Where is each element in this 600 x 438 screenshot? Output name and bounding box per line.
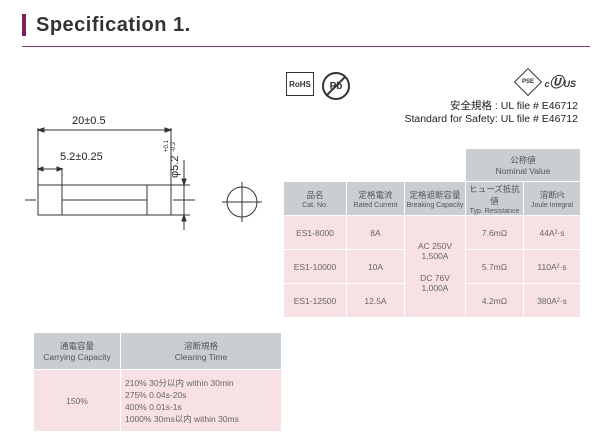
cell-breaking: AC 250V 1,500A DC 76V 1,000A bbox=[404, 215, 466, 318]
col-cat-jp: 品名 bbox=[306, 189, 324, 200]
table-row: 150% 210% 30分以内 within 30min 275% 0.04s-… bbox=[33, 369, 282, 432]
cell-cat: ES1-10000 bbox=[283, 249, 347, 284]
cell-rated: 12.5A bbox=[346, 283, 405, 318]
clearing-line: 400% 0.01s-1s bbox=[125, 401, 182, 412]
length-dimension: 20±0.5 bbox=[72, 115, 106, 127]
safety-en: Standard for Safety: UL file # E46712 bbox=[404, 113, 578, 125]
clearing-line: 210% 30分以内 within 30min bbox=[125, 377, 234, 388]
breaking-dc-current: 1,000A bbox=[421, 282, 449, 293]
diameter-dimension: φ5.2 bbox=[169, 156, 181, 178]
cell-joule: 44A²·s bbox=[523, 215, 581, 250]
safety-standard: 安全規格 : UL file # E46712 Standard for Saf… bbox=[404, 100, 578, 126]
diameter-tolerance-lower: -0.2 bbox=[171, 141, 177, 152]
col-joule-jp: 溶断I²t bbox=[539, 189, 565, 200]
rohs-label: RoHS bbox=[289, 79, 311, 89]
diameter-tolerance-upper: +0.1 bbox=[164, 139, 170, 152]
clearing-line: 1000% 30ms以内 within 30ms bbox=[125, 413, 239, 424]
fuse-dimension-drawing: 20±0.5 5.2±0.25 φ5.2 +0.1 -0.2 bbox=[25, 115, 262, 230]
cell-rated: 10A bbox=[346, 249, 405, 284]
col-capacity-jp: 通電容量 bbox=[59, 341, 94, 351]
nominal-en: Nominal Value bbox=[495, 166, 551, 176]
page-title: Specification 1. bbox=[22, 14, 191, 36]
compliance-badges: RoHS Pb bbox=[286, 72, 350, 100]
safety-jp: 安全規格 : UL file # E46712 bbox=[450, 100, 578, 112]
cell-capacity: 150% bbox=[33, 369, 121, 432]
col-resistance-en: Typ. Resistance bbox=[469, 207, 520, 215]
col-breaking-en: Breaking Capacity bbox=[406, 201, 464, 209]
nominal-header: 公称値 Nominal Value bbox=[465, 148, 581, 182]
col-capacity-en: Carrying Capacity bbox=[43, 352, 111, 362]
table-row: ES1-8000 8A AC 250V 1,500A DC 76V 1,000A… bbox=[283, 215, 581, 318]
col-breaking-jp: 定格遮断容量 bbox=[409, 189, 461, 200]
col-cat-en: Cat. No. bbox=[302, 201, 328, 209]
col-clearing-jp: 溶断規格 bbox=[183, 341, 218, 351]
ul-c-label: c bbox=[544, 79, 550, 89]
col-rated-jp: 定格電流 bbox=[358, 189, 393, 200]
cell-joule: 110A²·s bbox=[523, 249, 581, 284]
pse-label: PSE bbox=[522, 78, 535, 85]
cell-joule: 380A²·s bbox=[523, 283, 581, 318]
cap-dimension: 5.2±0.25 bbox=[60, 151, 103, 163]
pse-icon: PSE bbox=[514, 67, 543, 97]
ul-us-label: US bbox=[563, 79, 576, 89]
breaking-ac-voltage: AC 250V bbox=[417, 240, 453, 251]
cell-cat: ES1-8000 bbox=[283, 215, 347, 250]
pb-free-icon: Pb bbox=[322, 72, 350, 100]
cell-resistance: 5.7mΩ bbox=[465, 249, 524, 284]
col-rated-en: Rated Current bbox=[353, 201, 398, 209]
cell-rated: 8A bbox=[346, 215, 405, 250]
pb-label: Pb bbox=[329, 80, 343, 92]
cell-resistance: 4.2mΩ bbox=[465, 283, 524, 318]
col-joule-en: Joule Integral bbox=[530, 201, 574, 209]
title-rule bbox=[22, 46, 590, 47]
certification-marks: PSE cⓊUS bbox=[514, 67, 576, 97]
cell-resistance: 7.6mΩ bbox=[465, 215, 524, 250]
ul-icon: cⓊUS bbox=[544, 74, 576, 90]
col-resistance-jp: ヒューズ抵抗値 bbox=[469, 183, 520, 206]
breaking-ac-current: 1,500A bbox=[421, 250, 449, 261]
nominal-jp: 公称値 bbox=[510, 155, 536, 165]
col-clearing-en: Clearing Time bbox=[174, 352, 228, 362]
clearing-line: 275% 0.04s-20s bbox=[125, 389, 187, 400]
cell-cat: ES1-12500 bbox=[283, 283, 347, 318]
rohs-icon: RoHS bbox=[286, 72, 314, 96]
table-row: ES1-12500 12.5A 4.2mΩ 380A²·s bbox=[283, 283, 581, 318]
breaking-dc-voltage: DC 76V bbox=[420, 272, 450, 283]
cell-clearing: 210% 30分以内 within 30min 275% 0.04s-20s 4… bbox=[120, 369, 282, 432]
